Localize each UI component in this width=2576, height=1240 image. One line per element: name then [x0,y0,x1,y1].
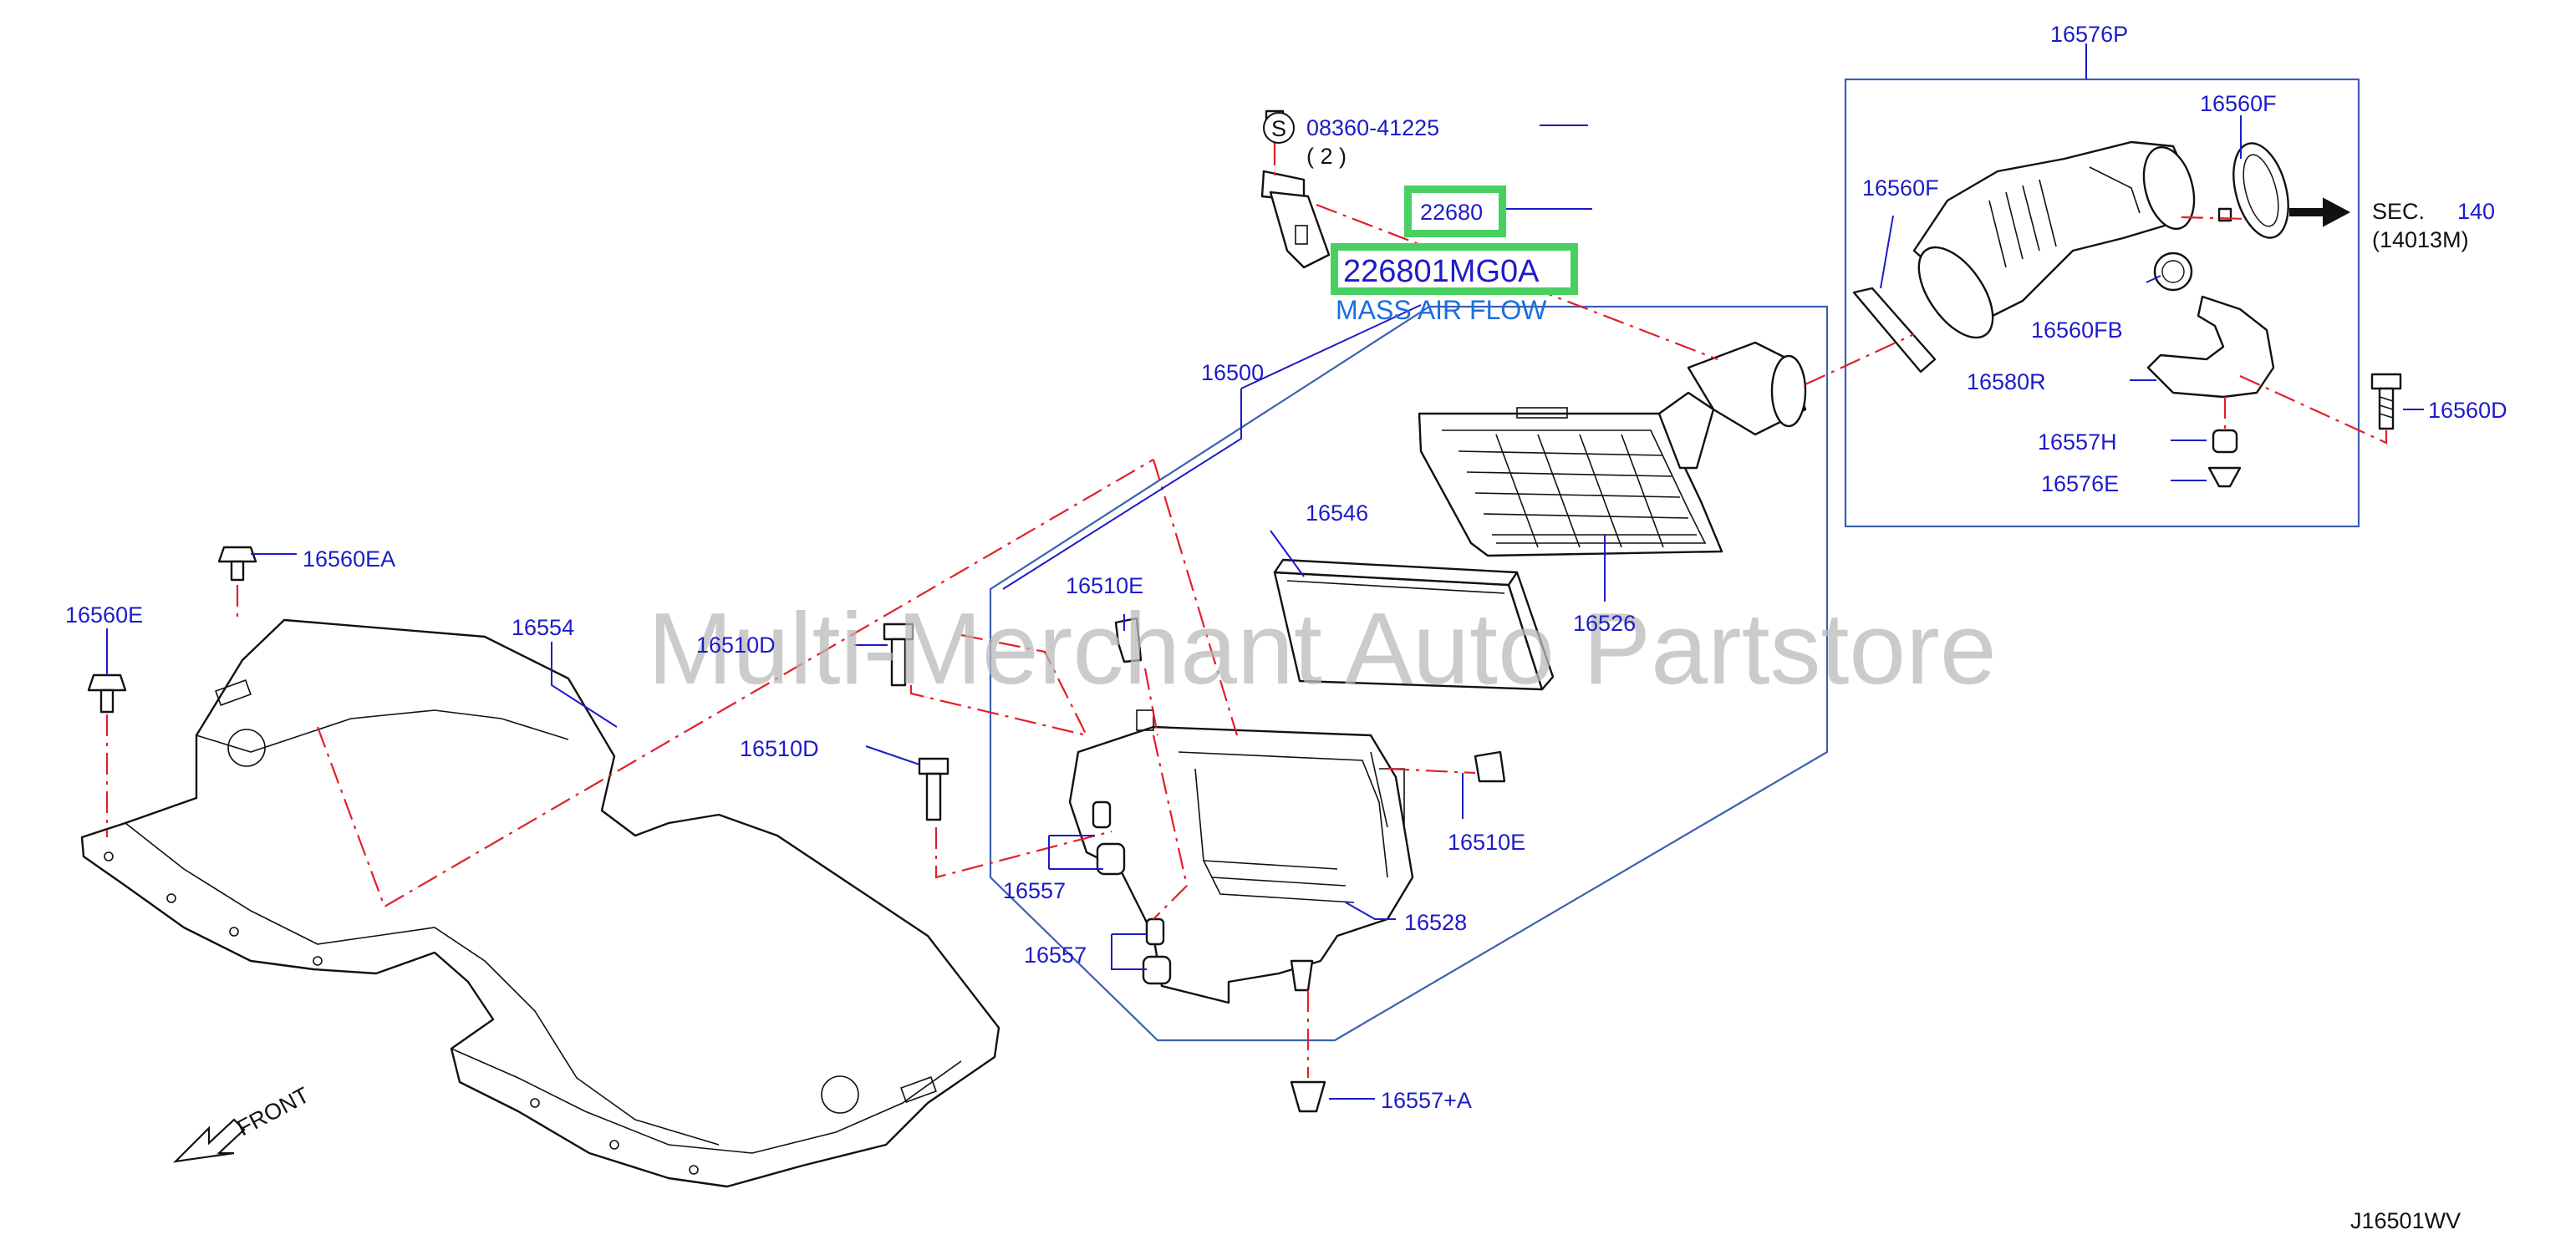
duct-group-frame [1844,78,2360,528]
label-16510D-upper[interactable]: 16510D [696,633,776,658]
clip-16560EA [217,546,257,582]
label-16510E-upper[interactable]: 16510E [1066,573,1143,598]
drawing-code: J16501WV [2350,1208,2461,1233]
front-arrow-icon [172,1118,246,1163]
clip-16510E-lower [1474,750,1506,783]
clip-16560E [87,673,127,714]
label-16557H[interactable]: 16557H [2038,429,2117,455]
engine-under-cover [80,618,1000,1188]
sensor-part-number[interactable]: 22680 [1420,200,1483,225]
label-16560F-right[interactable]: 16560F [2200,91,2277,116]
label-16576P[interactable]: 16576P [2050,22,2128,47]
label-16510E-lower[interactable]: 16510E [1448,830,1525,855]
sensor-oem-number[interactable]: 226801MG0A [1343,254,1540,289]
clip-16510E-upper [1114,617,1143,663]
highlight-226801MG0A [1331,243,1578,295]
label-16526[interactable]: 16526 [1573,611,1636,636]
label-16576E[interactable]: 16576E [2041,471,2119,496]
label-16554[interactable]: 16554 [512,615,574,640]
bolt-quantity: ( 2 ) [1306,144,1347,169]
label-16557A[interactable]: 16557+A [1381,1088,1472,1113]
front-direction-label: FRONT [233,1082,313,1141]
label-16557-upper[interactable]: 16557 [1003,878,1066,903]
sensor-name: MASS AIR FLOW [1336,295,1547,325]
label-16546[interactable]: 16546 [1306,501,1368,526]
hose-clamp-16560F-left [1852,287,1937,374]
grommet-16557-b [1142,917,1172,985]
section-arrow-icon [2289,197,2351,227]
label-16528[interactable]: 16528 [1404,910,1467,935]
assembly-lines [105,144,2388,1078]
section-ref-code: (14013M) [2372,227,2469,252]
label-16500[interactable]: 16500 [1201,360,1264,385]
air-cleaner-group-frame [989,305,1829,1042]
hose-clamp-16560FB [2153,252,2193,292]
grommet-16557H [2212,429,2238,454]
hose-clamp-16560F-right [2217,142,2289,239]
label-16560E[interactable]: 16560E [65,602,143,628]
clip-16576E [2207,466,2242,488]
standard-part-symbol-letter: S [1271,116,1286,141]
bolt-part-number[interactable]: 08360-41225 [1306,115,1439,140]
air-inlet-duct [1912,140,2196,339]
section-ref-number[interactable]: 140 [2457,199,2495,224]
leader-lines [106,43,2424,1100]
bolt-16510D-upper [883,623,914,687]
hose-16580R [2146,295,2275,399]
highlight-22680 [1404,185,1506,237]
label-16557-lower[interactable]: 16557 [1024,943,1087,968]
label-16560F-left[interactable]: 16560F [1862,175,1939,201]
label-16510D-lower[interactable]: 16510D [740,736,819,761]
bolt-16560D [2370,373,2402,430]
grommet-16557A [1290,1080,1326,1113]
air-cleaner-upper-case [1418,341,1807,557]
label-16560D[interactable]: 16560D [2428,398,2507,423]
air-filter-element [1273,558,1555,691]
label-16560FB[interactable]: 16560FB [2031,318,2123,343]
label-16580R[interactable]: 16580R [1967,369,2046,394]
grommet-16557-a [1092,800,1126,876]
section-ref-label: SEC. [2372,199,2425,224]
label-16560EA[interactable]: 16560EA [303,546,395,572]
standard-part-symbol-icon [1263,112,1295,144]
bolt-16510D-lower [918,757,949,821]
watermark-text: Multi-Merchant Auto Partstore [648,592,1997,705]
